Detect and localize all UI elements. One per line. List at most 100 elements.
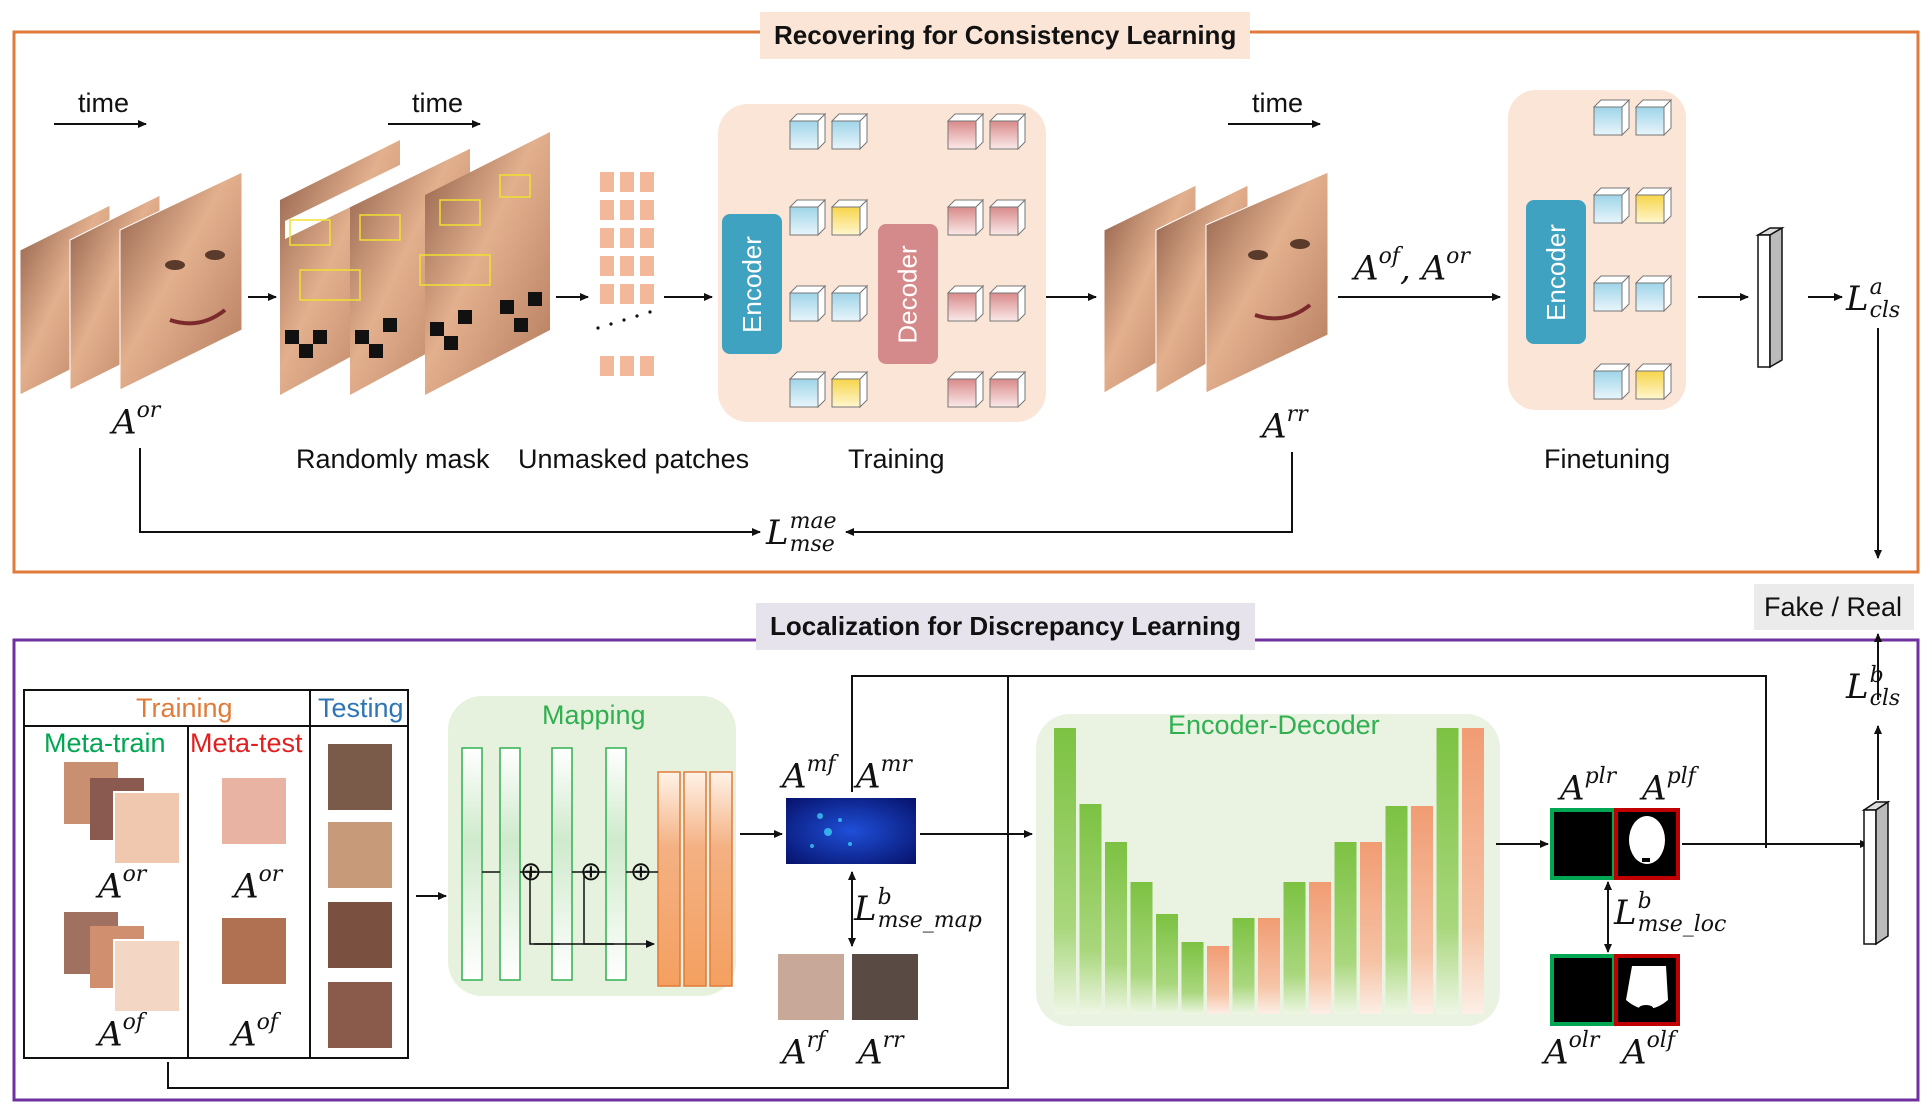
decoder-bar <box>1258 918 1280 1014</box>
token-cube-blue <box>788 370 827 409</box>
token-cube-yellow <box>1634 362 1673 401</box>
token-cube-red <box>946 198 985 237</box>
token-cube-blue <box>1634 274 1673 313</box>
encoder-label: Encoder <box>736 235 767 333</box>
training-label: Training <box>848 444 945 474</box>
testing-faces <box>328 744 392 1048</box>
math-a-mf: Amf <box>782 752 836 797</box>
token-cube-yellow <box>830 370 869 409</box>
unmasked-patches-label: Unmasked patches <box>518 444 750 474</box>
meta-train-faces <box>64 762 181 1013</box>
math-input-pair: Aof, Aor <box>1354 244 1470 289</box>
meta-train-header: Meta-train <box>44 728 166 758</box>
mapping-layers <box>461 747 627 981</box>
math-a-rr: Arr <box>858 1028 904 1073</box>
decoder-block <box>878 224 938 364</box>
original-frames-stack <box>19 171 243 396</box>
token-cube-red <box>988 284 1027 323</box>
unmasked-patches <box>596 172 654 376</box>
encoder-bar <box>1283 882 1306 1014</box>
original-real-mask <box>1550 954 1616 1026</box>
encoder-bar <box>1105 842 1127 1014</box>
heatmap-image <box>786 798 916 864</box>
training-header: Training <box>136 693 233 723</box>
encoder-bar <box>1079 804 1102 1014</box>
encoder-decoder-bars <box>1054 728 1484 1014</box>
token-cube-red <box>988 370 1027 409</box>
masked-frames-stack <box>280 94 550 395</box>
token-cube-blue <box>788 112 827 151</box>
token-cube-red <box>946 284 985 323</box>
encoder-bar <box>1385 806 1408 1014</box>
meta-test-header: Meta-test <box>190 728 303 758</box>
math-a-mr: Amr <box>856 752 912 797</box>
decoder-bar <box>1462 728 1484 1014</box>
time-label-3: time <box>1252 88 1304 118</box>
mapping-label: Mapping <box>542 700 646 730</box>
decoder-bar <box>1360 842 1382 1014</box>
encoder-bar <box>1054 728 1076 1014</box>
token-cube-red <box>988 198 1027 237</box>
reconstructed-frames-stack <box>1103 171 1329 394</box>
fake-real-label: Fake / Real <box>1764 592 1903 622</box>
decoder-bar <box>1411 806 1433 1014</box>
time-label-2: time <box>412 88 464 118</box>
encoder-bar <box>1130 882 1153 1014</box>
token-cube-blue <box>830 284 869 323</box>
token-cube-blue <box>1592 274 1631 313</box>
decoder-label: Decoder <box>892 244 923 344</box>
real-real-face <box>852 954 918 1020</box>
token-cube-red <box>946 370 985 409</box>
randomly-mask-label: Randomly mask <box>296 444 490 474</box>
math-a-or-input: Aor <box>112 398 161 443</box>
token-cube-blue <box>1592 362 1631 401</box>
classifier-bar-bottom <box>1861 800 1891 946</box>
time-label-1: time <box>78 88 130 118</box>
oplus-2: ⊕ <box>580 856 602 886</box>
top-section-title: Recovering for Consistency Learning <box>760 12 1251 59</box>
encoder-bar <box>1436 728 1459 1014</box>
oplus-3: ⊕ <box>630 856 652 886</box>
math-a-rr-output: Arr <box>1262 402 1308 447</box>
math-a-of-train: Aof <box>98 1010 144 1055</box>
decoder-bar <box>1207 946 1229 1014</box>
token-cube-red <box>946 112 985 151</box>
decoder-bar <box>1309 882 1331 1014</box>
token-cube-yellow <box>830 198 869 237</box>
math-a-olf: Aolf <box>1622 1028 1675 1073</box>
encoder-bar <box>1156 914 1178 1014</box>
dataset-table <box>23 689 409 1059</box>
fake-real-box <box>1754 584 1914 630</box>
token-cube-blue <box>1592 98 1631 137</box>
real-fake-face <box>778 954 844 1020</box>
meta-test-faces <box>222 778 286 984</box>
encoder-block <box>722 214 782 354</box>
finetune-encoder-block <box>1526 200 1586 344</box>
token-cube-yellow <box>1634 186 1673 225</box>
oplus-1: ⊕ <box>520 856 542 886</box>
token-cube-blue <box>1592 186 1631 225</box>
finetuning-label: Finetuning <box>1544 444 1671 474</box>
testing-header: Testing <box>318 693 404 723</box>
math-a-plr: Aplr <box>1560 764 1617 809</box>
token-cube-blue <box>788 284 827 323</box>
math-a-rf: Arf <box>782 1028 826 1073</box>
token-cube-blue <box>1634 98 1673 137</box>
predicted-real-mask <box>1550 808 1616 880</box>
encoder-bar <box>1232 918 1255 1014</box>
encoder-bar <box>1334 842 1357 1014</box>
math-a-olr: Aolr <box>1544 1028 1600 1073</box>
token-cube-blue <box>830 112 869 151</box>
math-a-of-test: Aof <box>232 1010 278 1055</box>
math-a-or-test: Aor <box>234 862 283 907</box>
token-cube-blue <box>788 198 827 237</box>
math-a-plf: Aplf <box>1642 764 1696 809</box>
mapping-orange-layers <box>657 771 733 987</box>
bottom-section-title: Localization for Discrepancy Learning <box>756 603 1255 650</box>
